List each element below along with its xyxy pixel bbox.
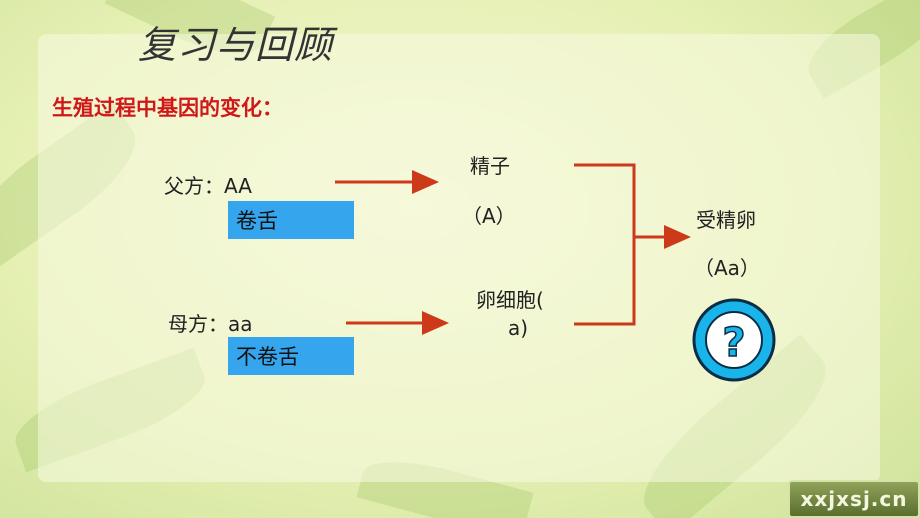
question-mark-glyph: ? [722,320,745,366]
content-panel [38,34,880,482]
zygote-gene: （Aa） [694,256,760,280]
merge-bracket [574,163,636,326]
mother-trait-box: 不卷舌 [228,337,354,375]
zygote-label: 受精卵 [696,208,756,232]
sperm-gene: （A） [462,204,516,228]
egg-gene: a) [508,316,529,340]
question-badge-icon: ? [692,298,776,382]
slide-title: 复习与回顾 [138,23,334,67]
slide-subtitle: 生殖过程中基因的变化： [52,96,283,120]
watermark-logo: xxjxsj.cn [788,480,920,518]
egg-label: 卵细胞( [476,288,544,312]
sperm-label: 精子 [470,154,510,178]
mother-label: 母方：aa [168,312,253,336]
father-trait-box: 卷舌 [228,201,354,239]
father-label: 父方：AA [164,174,252,198]
